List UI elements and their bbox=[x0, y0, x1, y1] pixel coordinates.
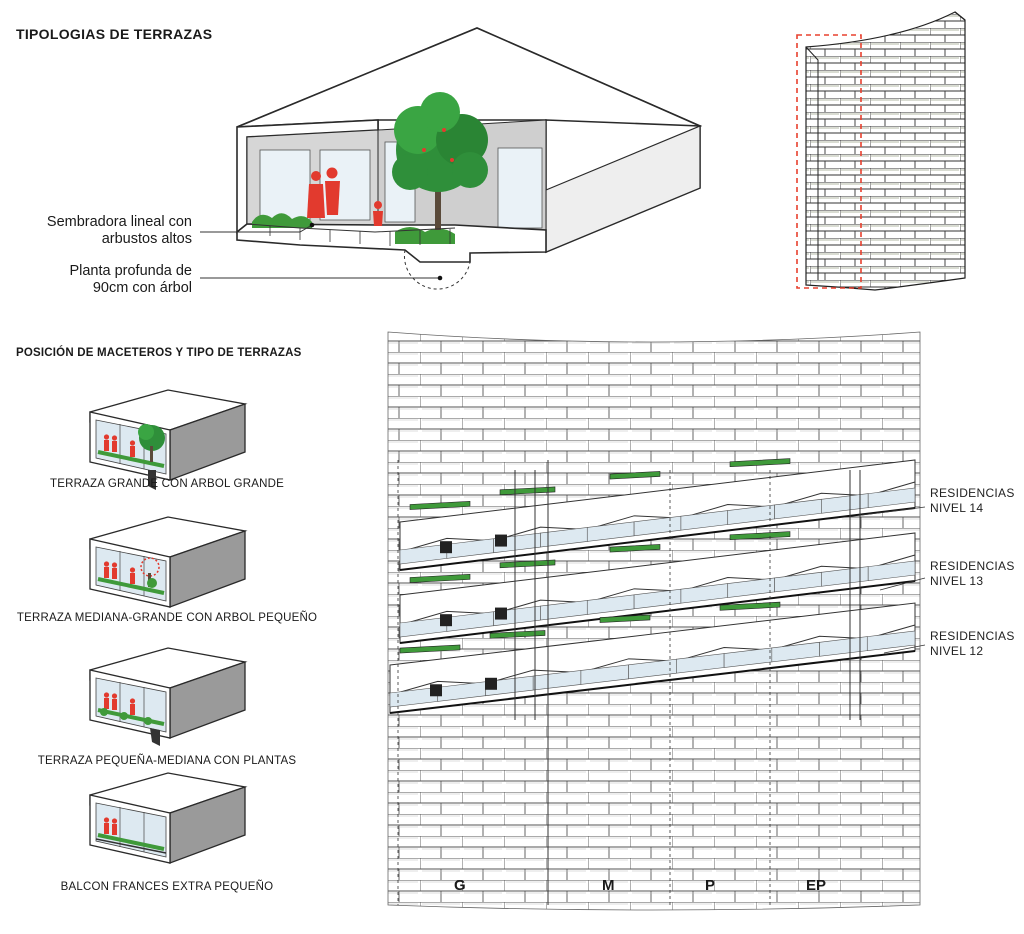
level-number-text: NIVEL 12 bbox=[930, 644, 984, 658]
residential-levels bbox=[389, 458, 916, 720]
terrace-type-block bbox=[89, 772, 248, 864]
terrace-types-list bbox=[89, 389, 248, 864]
level-label-12: RESIDENCIAS NIVEL 12 bbox=[930, 629, 1015, 659]
residential-level-slab bbox=[399, 458, 916, 571]
terrace-type-label: TERRAZA GRANDE CON ARBOL GRANDE bbox=[50, 478, 284, 490]
tree-planter-greenery bbox=[395, 227, 455, 244]
sembradora-line-1: Sembradora lineal con bbox=[46, 214, 192, 230]
level-residencias-text: RESIDENCIAS bbox=[930, 559, 1015, 573]
linear-planter-shrubs bbox=[252, 213, 312, 228]
zone-label-p: P bbox=[705, 877, 716, 894]
zone-label-m: M bbox=[602, 877, 615, 894]
people-icon bbox=[307, 167, 383, 226]
planta-line-1: Planta profunda de bbox=[69, 263, 192, 279]
highlight-frame bbox=[796, 34, 862, 289]
residential-level-slab bbox=[389, 601, 916, 714]
terrace-type-block bbox=[89, 647, 248, 746]
level-residencias-text: RESIDENCIAS bbox=[930, 486, 1015, 500]
zone-label-ep: EP bbox=[806, 877, 827, 894]
deep-planter-outline bbox=[403, 249, 471, 290]
residential-level-slab bbox=[399, 531, 916, 644]
tower-elevation bbox=[796, 11, 966, 291]
typology-title: TIPOLOGIAS DE TERRAZAS bbox=[16, 26, 213, 42]
level-residencias-text: RESIDENCIAS bbox=[930, 629, 1015, 643]
zone-label-g: G bbox=[454, 877, 466, 894]
tree-icon bbox=[392, 92, 488, 230]
level-number-text: NIVEL 13 bbox=[930, 574, 984, 588]
sembradora-line-2: arbustos altos bbox=[101, 231, 192, 247]
terrace-type-block bbox=[89, 389, 248, 490]
terrace-type-label: BALCON FRANCES EXTRA PEQUEÑO bbox=[60, 881, 274, 893]
level-label-14: RESIDENCIAS NIVEL 14 bbox=[930, 486, 1015, 516]
section-title: POSICIÓN DE MACETEROS Y TIPO DE TERRAZAS bbox=[16, 347, 302, 359]
planta-line-2: 90cm con árbol bbox=[92, 280, 192, 296]
facade-diagram bbox=[387, 331, 926, 911]
level-number-text: NIVEL 14 bbox=[930, 501, 984, 515]
sembradora-annotation: Sembradora lineal con arbustos altos bbox=[0, 214, 192, 248]
terrace-type-label: TERRAZA MEDIANA-GRANDE CON ARBOL PEQUEÑO bbox=[16, 612, 318, 624]
terrace-type-block bbox=[89, 516, 248, 608]
planta-annotation: Planta profunda de 90cm con árbol bbox=[0, 263, 192, 297]
terrace-typology-block bbox=[200, 27, 703, 290]
terrace-type-label: TERRAZA PEQUEÑA-MEDIANA CON PLANTAS bbox=[37, 755, 297, 767]
level-label-13: RESIDENCIAS NIVEL 13 bbox=[930, 559, 1015, 589]
